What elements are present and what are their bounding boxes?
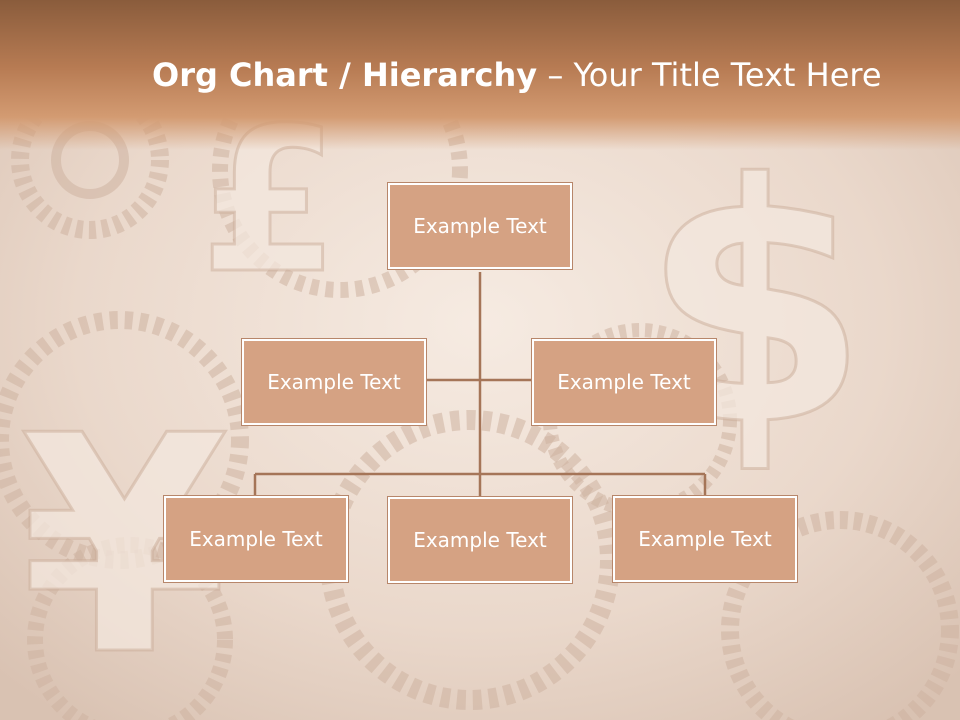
svg-text:$: $ bbox=[640, 114, 870, 498]
org-node-root[interactable]: Example Text bbox=[387, 182, 573, 270]
org-node-child-left[interactable]: Example Text bbox=[163, 495, 349, 583]
title-band bbox=[0, 0, 960, 150]
org-node-child-center[interactable]: Example Text bbox=[387, 496, 573, 584]
org-node-child-right[interactable]: Example Text bbox=[612, 495, 798, 583]
slide-title[interactable]: Org Chart / Hierarchy – Your Title Text … bbox=[152, 56, 882, 94]
title-bold-part: Org Chart / Hierarchy bbox=[152, 56, 538, 94]
title-separator: – bbox=[537, 56, 574, 94]
title-subtitle-part: Your Title Text Here bbox=[573, 56, 882, 94]
org-node-assistant-left[interactable]: Example Text bbox=[241, 338, 427, 426]
org-node-assistant-right[interactable]: Example Text bbox=[531, 338, 717, 426]
